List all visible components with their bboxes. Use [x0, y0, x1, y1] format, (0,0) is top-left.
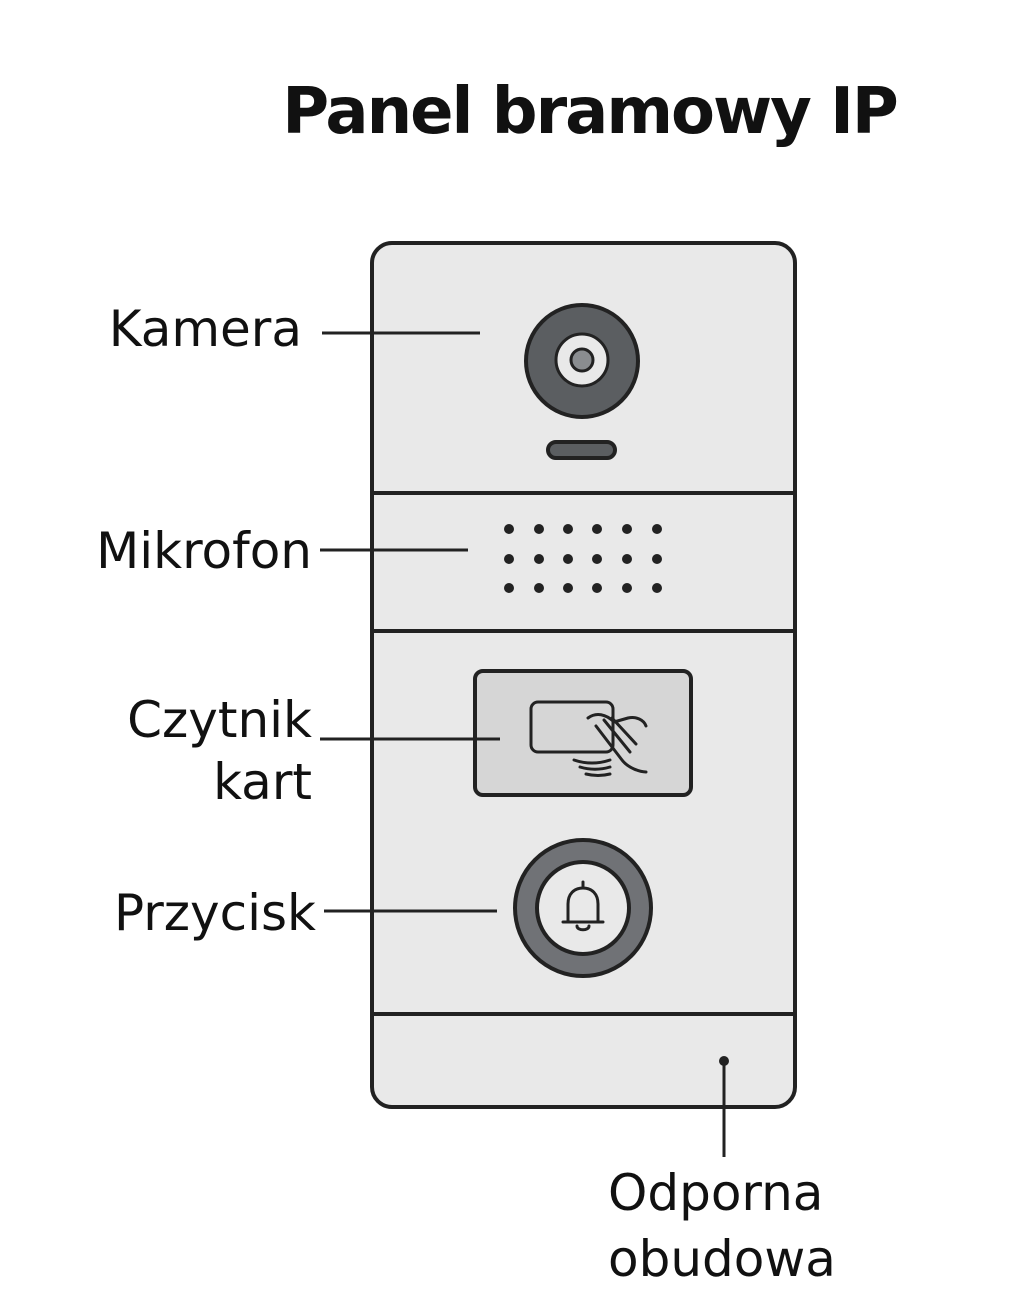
camera-lens-icon: [524, 303, 640, 419]
label-card-reader-line1: Czytnik: [127, 691, 312, 749]
microphone-hole: [504, 554, 514, 564]
label-card-reader-line2: kart: [213, 753, 312, 811]
microphone-hole: [592, 554, 602, 564]
label-housing-line1: Odporna: [608, 1164, 823, 1222]
microphone-hole: [622, 583, 632, 593]
label-housing-line2: obudowa: [608, 1230, 836, 1288]
microphone-hole: [504, 524, 514, 534]
microphone-hole: [563, 583, 573, 593]
label-camera: Kamera: [109, 300, 302, 358]
microphone-hole: [504, 583, 514, 593]
call-button: [513, 838, 653, 978]
microphone-hole: [534, 583, 544, 593]
microphone-hole: [563, 524, 573, 534]
camera-indicator: [546, 440, 617, 460]
label-microphone: Mikrofon: [96, 522, 312, 580]
microphone-hole: [652, 524, 662, 534]
housing-marker-dot: [719, 1056, 729, 1066]
microphone-hole: [534, 554, 544, 564]
microphone-hole: [534, 524, 544, 534]
diagram-title: Panel bramowy IP: [282, 75, 899, 149]
label-button: Przycisk: [114, 884, 316, 942]
microphone-grille-icon: [504, 524, 662, 593]
card-reader: [473, 669, 693, 797]
microphone-hole: [652, 583, 662, 593]
microphone-hole: [592, 583, 602, 593]
contactless-card-icon: [529, 700, 648, 777]
microphone-hole: [563, 554, 573, 564]
microphone-hole: [622, 554, 632, 564]
microphone-hole: [652, 554, 662, 564]
microphone-hole: [592, 524, 602, 534]
bell-icon: [561, 880, 605, 932]
microphone-hole: [622, 524, 632, 534]
